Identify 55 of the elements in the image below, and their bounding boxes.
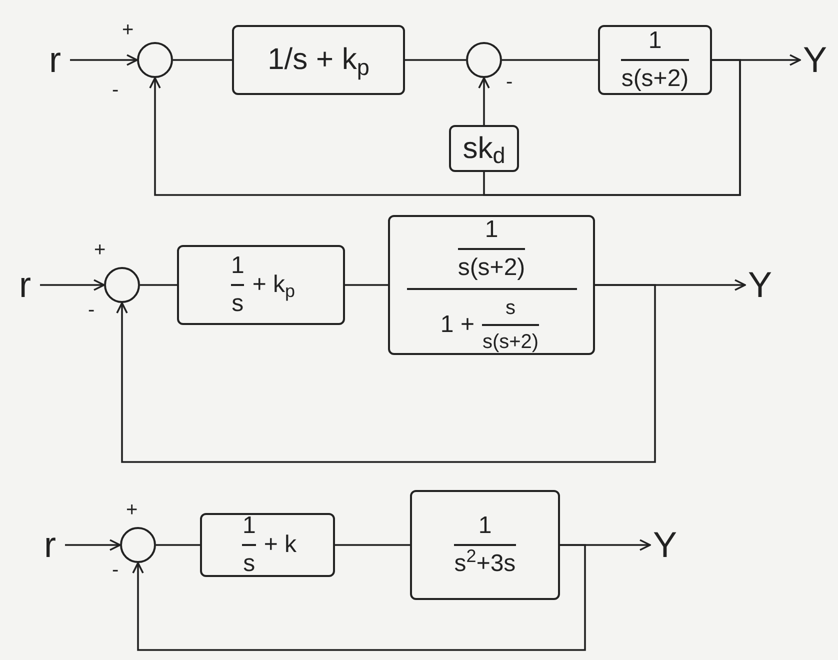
numerator: 1 xyxy=(230,251,244,281)
transfer-function-block xyxy=(200,513,335,577)
denominator: s$^{2}$+3s xyxy=(454,548,516,579)
numerator: s xyxy=(506,296,516,321)
output-label: Y xyxy=(800,42,830,78)
denominator: s xyxy=(232,289,244,319)
numerator: 1 xyxy=(478,511,492,541)
summing-junction xyxy=(120,527,156,563)
sign-label: - xyxy=(506,72,513,92)
transfer-function-text: + k$_{p}$ xyxy=(252,270,296,301)
output-label: Y xyxy=(745,267,775,303)
denominator: s xyxy=(243,549,256,579)
signal-arrow xyxy=(40,279,105,291)
input-label: r xyxy=(35,527,65,563)
numerator: 1 xyxy=(648,26,662,56)
transfer-function-block xyxy=(598,25,712,95)
signal-arrow xyxy=(70,54,138,66)
numerator: 1 xyxy=(242,511,256,541)
signal-line xyxy=(335,544,410,546)
input-label: r xyxy=(40,42,70,78)
summing-junction xyxy=(137,42,173,78)
denominator: s(s+2) xyxy=(621,64,689,94)
transfer-function-text: 1/s + k$_{p}$ xyxy=(268,42,370,78)
signal-arrow xyxy=(132,544,586,651)
numerator: 1 xyxy=(484,215,498,245)
sign-label: - xyxy=(112,560,119,580)
input-label: r xyxy=(10,267,40,303)
summing-junction xyxy=(466,42,502,78)
signal-arrow xyxy=(65,539,121,551)
output-label: Y xyxy=(650,527,680,563)
signal-line xyxy=(502,59,598,61)
transfer-function-block xyxy=(410,490,560,600)
sign-label: - xyxy=(112,80,119,100)
signal-line xyxy=(156,544,200,546)
transfer-function-block xyxy=(388,215,595,355)
denominator: s(s+2) xyxy=(458,253,526,283)
sign-label: + xyxy=(122,20,134,40)
denominator: s(s+2) xyxy=(482,330,539,355)
signal-arrow xyxy=(116,284,656,463)
sign-label: + xyxy=(126,500,138,520)
transfer-function-block xyxy=(449,125,519,172)
signal-line xyxy=(140,284,177,286)
signal-line xyxy=(173,59,232,61)
transfer-function-text: 1 + xyxy=(440,310,474,340)
transfer-function-block xyxy=(232,25,405,95)
signal-line xyxy=(483,59,741,196)
summing-junction xyxy=(104,267,140,303)
transfer-function-text: sk$_{d}$ xyxy=(462,130,506,166)
signal-arrow xyxy=(478,77,490,125)
sign-label: + xyxy=(94,240,106,260)
transfer-function-block xyxy=(177,245,345,325)
transfer-function-text: + k xyxy=(264,530,297,560)
signal-line xyxy=(345,284,388,286)
sign-label: - xyxy=(88,300,95,320)
signal-line xyxy=(405,59,466,61)
